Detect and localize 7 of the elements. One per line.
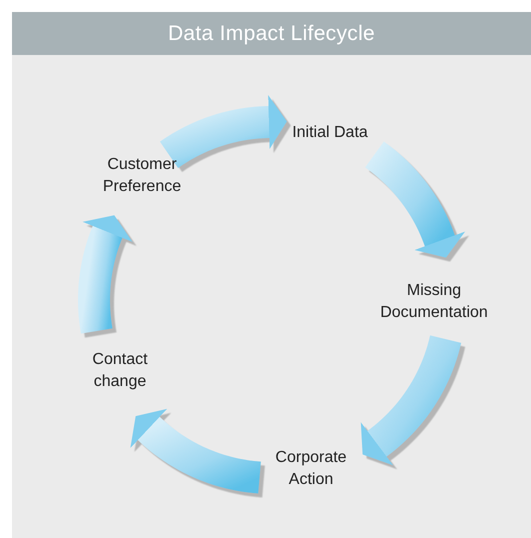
diagram-title: Data Impact Lifecycle <box>168 22 376 46</box>
stage-label: Contact change <box>66 339 174 403</box>
stage-label: Missing Documentation <box>365 270 503 334</box>
stage-label: Corporate Action <box>252 437 370 501</box>
stage-label: Initial Data <box>271 112 389 154</box>
stage-label: Customer Preference <box>83 144 201 208</box>
curved-arrow <box>362 141 466 258</box>
